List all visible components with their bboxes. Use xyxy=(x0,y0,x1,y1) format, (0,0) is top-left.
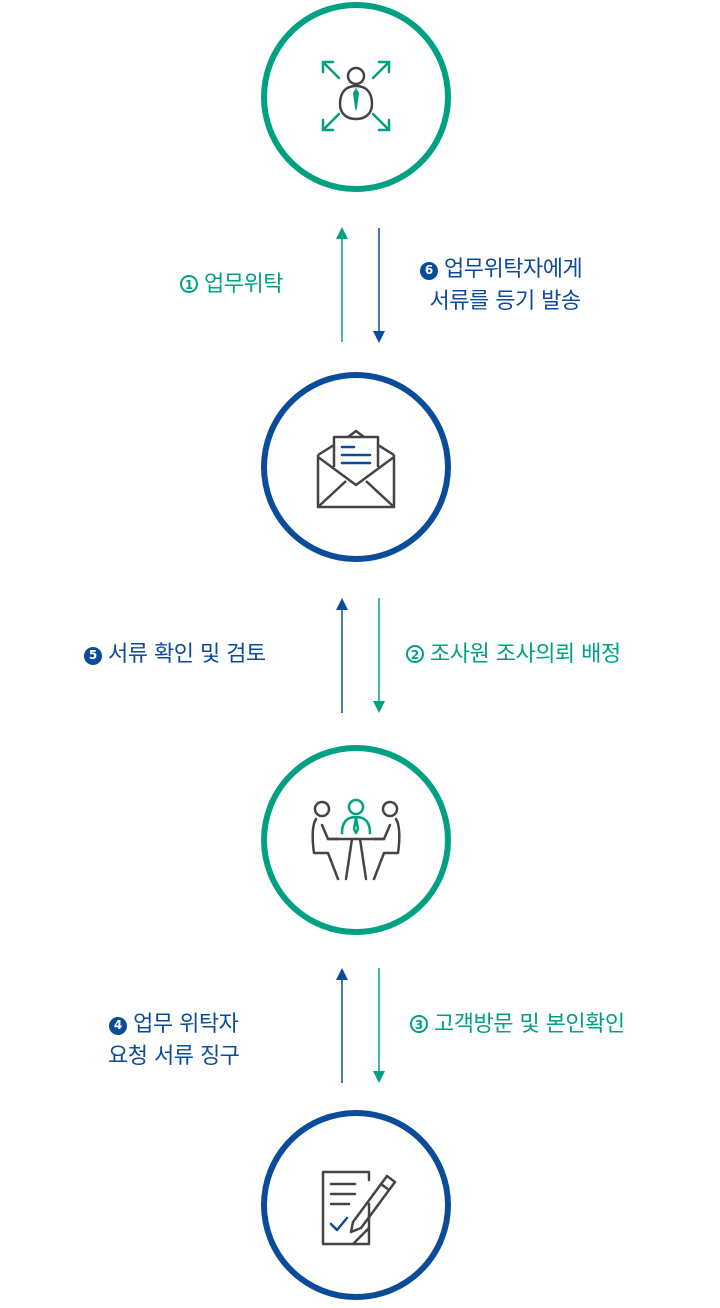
node-delegation xyxy=(261,2,451,192)
node-envelope xyxy=(261,372,451,562)
step-number-badge: 5 xyxy=(84,647,102,665)
document-pen-sign-icon xyxy=(321,1170,397,1246)
step-number-badge: 4 xyxy=(109,1017,128,1035)
arrow-down-6 xyxy=(373,228,385,343)
step-number-badge: 2 xyxy=(406,645,424,663)
step-number-badge: 3 xyxy=(410,1015,428,1033)
delegation-person-arrows-icon xyxy=(321,60,391,132)
step-number-badge: 1 xyxy=(180,275,198,293)
arrow-up-5 xyxy=(336,598,348,713)
step-number-badge: 6 xyxy=(420,262,438,280)
arrow-up-4 xyxy=(336,968,348,1083)
arrow-down-3 xyxy=(373,968,385,1083)
meeting-people-table-icon xyxy=(311,798,401,881)
open-envelope-document-icon xyxy=(316,429,396,509)
arrow-up-1 xyxy=(336,227,348,342)
node-document-sign xyxy=(261,1110,451,1300)
arrow-down-2 xyxy=(373,598,385,713)
node-meeting xyxy=(261,745,451,935)
